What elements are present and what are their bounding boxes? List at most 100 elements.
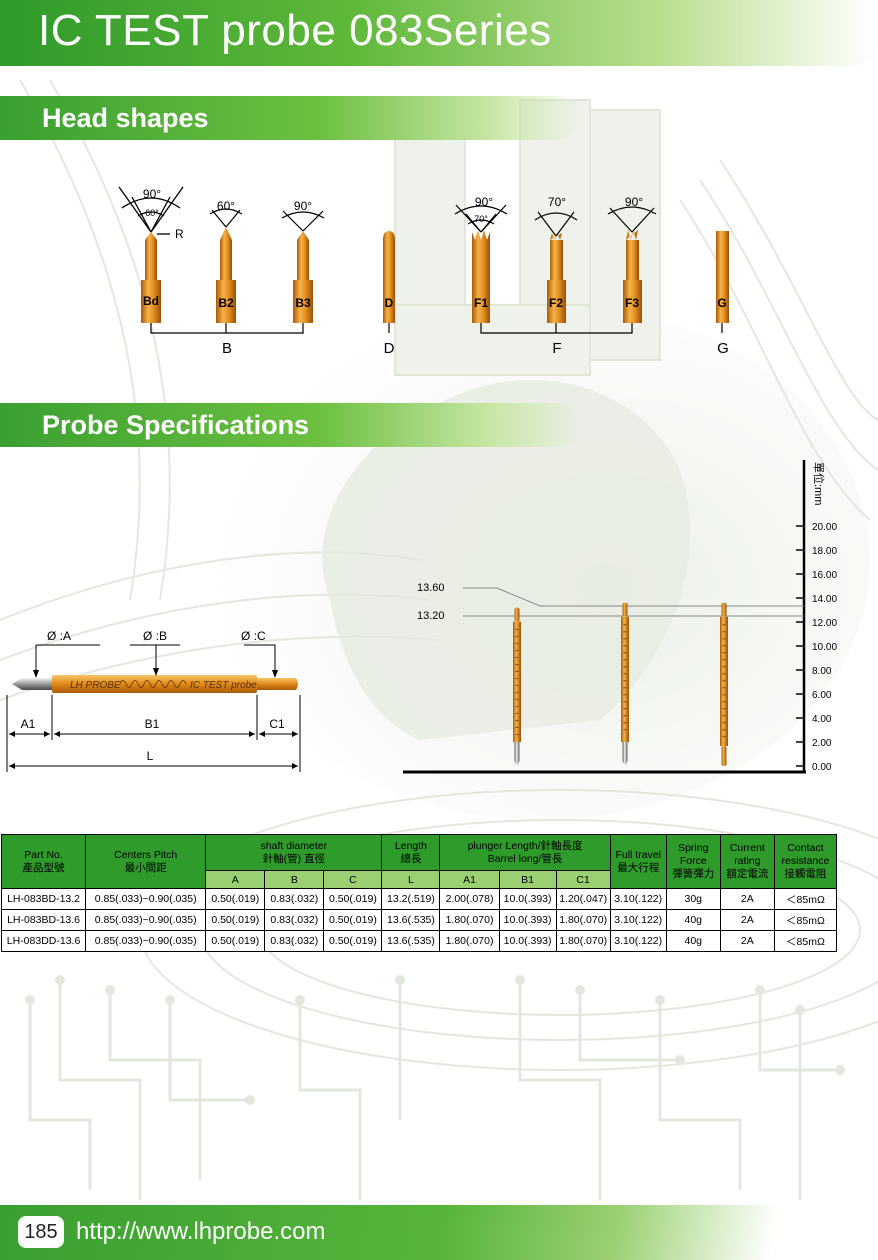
subheader-a1: A1 bbox=[439, 870, 500, 889]
cell-centers-pitch: 0.85(.033)~0.90(.035) bbox=[85, 888, 207, 910]
cell-current-rating: 2A bbox=[719, 909, 775, 931]
scale-tick-label: 12.00 bbox=[812, 618, 837, 629]
head-shapes-header: Head shapes bbox=[0, 96, 580, 140]
cell-length: 13.6(.535) bbox=[381, 930, 441, 952]
probe-f3: 90° F3 bbox=[607, 195, 657, 323]
cell-plunger-a1: 2.00(.078) bbox=[439, 888, 500, 910]
probe-f1-label: F1 bbox=[474, 296, 488, 310]
cell-shaft-b: 0.83(.032) bbox=[264, 888, 325, 910]
a1-label: A1 bbox=[21, 717, 36, 731]
scale-tick-label: 20.00 bbox=[812, 522, 837, 533]
cell-shaft-a: 0.50(.019) bbox=[205, 930, 266, 952]
cell-part-no: LH-083BD-13.2 bbox=[0, 888, 87, 910]
barrel-text-left: LH PROBE bbox=[70, 680, 121, 691]
scale-tick-label: 0.00 bbox=[812, 762, 832, 773]
callout-13-20: 13.20 bbox=[417, 610, 445, 622]
callout-13-60: 13.60 bbox=[417, 582, 445, 594]
header-contact-resistance: Contact resistance 接觸電阻 bbox=[773, 834, 838, 889]
header-shaft-diameter: shaft diameter 針軸(管) 直徑 bbox=[205, 834, 383, 871]
tail-plunger bbox=[257, 678, 298, 690]
scale-tick-label: 6.00 bbox=[812, 690, 832, 701]
cell-plunger-c1: 1.20(.047) bbox=[555, 888, 611, 910]
header-centers-pitch: Centers Pitch 最小間距 bbox=[85, 834, 207, 889]
cell-centers-pitch: 0.85(.033)~0.90(.035) bbox=[85, 930, 207, 952]
page-title: IC TEST probe 083Series bbox=[38, 6, 552, 55]
scale-tick-label: 14.00 bbox=[812, 594, 837, 605]
head-shapes-diagram: 90° 60° R Bd 60° B2 90° B3 D bbox=[118, 186, 729, 357]
cell-shaft-c: 0.50(.019) bbox=[323, 888, 383, 910]
group-g-label: G bbox=[717, 340, 729, 357]
title-banner: IC TEST probe 083Series bbox=[0, 0, 878, 66]
spec-table: Part No. 產品型號 Centers Pitch 最小間距 shaft d… bbox=[0, 834, 838, 952]
cell-full-travel: 3.10(.122) bbox=[609, 909, 667, 931]
footer-bar bbox=[0, 1205, 878, 1260]
subheader-b1: B1 bbox=[498, 870, 557, 889]
header-part-no: Part No. 產品型號 bbox=[0, 834, 87, 889]
scale-tick-label: 10.00 bbox=[812, 642, 837, 653]
scale-probe bbox=[621, 602, 629, 766]
cell-contact-resistance: ＜85mΩ bbox=[773, 888, 838, 910]
probe-f1-outer-angle: 90° bbox=[475, 195, 493, 209]
head-shapes-title: Head shapes bbox=[42, 103, 209, 133]
probe-b3: 90° B3 bbox=[281, 199, 325, 323]
probe-g-label: G bbox=[717, 296, 726, 310]
probe-bd-radius-label: R bbox=[175, 227, 184, 241]
probe-d: D bbox=[383, 231, 395, 323]
cell-plunger-c1: 1.80(.070) bbox=[555, 930, 611, 952]
scale-probe bbox=[513, 607, 521, 766]
cell-spring-force: 40g bbox=[665, 930, 721, 952]
cell-plunger-c1: 1.80(.070) bbox=[555, 909, 611, 931]
subheader-b: B bbox=[264, 870, 325, 889]
cell-shaft-c: 0.50(.019) bbox=[323, 930, 383, 952]
subheader-c: C bbox=[323, 870, 383, 889]
probe-f2: 70° F2 bbox=[534, 195, 578, 323]
cell-full-travel: 3.10(.122) bbox=[609, 888, 667, 910]
cell-contact-resistance: ＜85mΩ bbox=[773, 909, 838, 931]
page-number: 185 bbox=[18, 1216, 64, 1248]
probe-b3-angle: 90° bbox=[294, 199, 312, 213]
probe-bd-label: Bd bbox=[143, 294, 159, 308]
footer: 185 http://www.lhprobe.com bbox=[0, 1205, 878, 1260]
probe-b3-label: B3 bbox=[295, 296, 311, 310]
probe-specs-title: Probe Specifications bbox=[42, 410, 310, 440]
cell-barrel-b1: 10.0(.393) bbox=[498, 930, 557, 952]
diameter-b-label: Ø :B bbox=[143, 629, 167, 643]
probe-b2-angle: 60° bbox=[217, 199, 235, 213]
cell-spring-force: 40g bbox=[665, 909, 721, 931]
probe-length-scale: 單位:mm 20.0018.0016.0014.0012.0010.008.00… bbox=[403, 460, 837, 774]
cell-current-rating: 2A bbox=[719, 930, 775, 952]
probe-f2-angle: 70° bbox=[548, 195, 566, 209]
group-b-label: B bbox=[222, 340, 232, 357]
diameter-a-label: Ø :A bbox=[47, 629, 71, 643]
website-link[interactable]: http://www.lhprobe.com bbox=[76, 1218, 326, 1245]
probe-d-label: D bbox=[385, 296, 394, 310]
spring-coil bbox=[119, 680, 187, 688]
probe-bd-outer-angle: 90° bbox=[143, 187, 161, 201]
plunger-tip bbox=[12, 678, 52, 690]
scale-tick-label: 16.00 bbox=[812, 570, 837, 581]
cell-shaft-b: 0.83(.032) bbox=[264, 909, 325, 931]
probe-f1-inner-angle: 70° bbox=[474, 214, 488, 224]
probe-bd: 90° 60° R Bd bbox=[118, 186, 184, 323]
probe-f2-label: F2 bbox=[549, 296, 563, 310]
cell-shaft-b: 0.83(.032) bbox=[264, 930, 325, 952]
probe-bd-inner-angle: 60° bbox=[145, 208, 159, 218]
cell-barrel-b1: 10.0(.393) bbox=[498, 888, 557, 910]
scale-tick-label: 18.00 bbox=[812, 546, 837, 557]
cell-length: 13.2(.519) bbox=[381, 888, 441, 910]
header-plunger-length: plunger Length/針軸長度 Barrel long/管長 bbox=[439, 834, 611, 871]
cell-full-travel: 3.10(.122) bbox=[609, 930, 667, 952]
probe-specs-header: Probe Specifications bbox=[0, 403, 580, 447]
cell-part-no: LH-083DD-13.6 bbox=[0, 930, 87, 952]
probe-f1: 90° 70° F1 bbox=[454, 195, 508, 323]
c1-label: C1 bbox=[269, 717, 285, 731]
probe-b2-label: B2 bbox=[218, 296, 234, 310]
cell-plunger-a1: 1.80(.070) bbox=[439, 930, 500, 952]
subheader-l: L bbox=[381, 870, 441, 889]
barrel bbox=[52, 675, 257, 693]
cell-shaft-a: 0.50(.019) bbox=[205, 888, 266, 910]
scale-tick-label: 2.00 bbox=[812, 738, 832, 749]
